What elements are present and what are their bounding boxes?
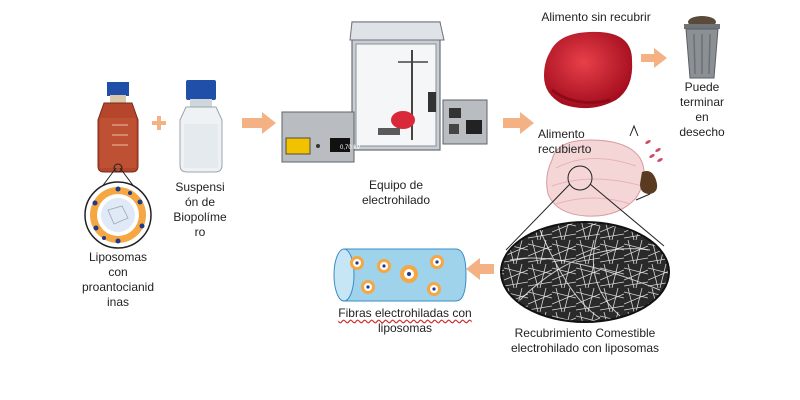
uncoated-meat <box>544 31 633 109</box>
label-line: electrohilado <box>361 193 431 207</box>
label-line: Alimento <box>538 127 585 141</box>
label-line: Puede <box>684 80 720 94</box>
label-suspension: Suspensi ón de Biopolíme ro <box>160 180 240 240</box>
label-line: proantocianid <box>81 280 155 294</box>
label-coating: Recubrimiento Comestible electrohilado c… <box>500 326 670 356</box>
label-line: Liposomas <box>88 250 148 264</box>
label-line: electrohilado con liposomas <box>510 341 660 355</box>
label-line: Equipo de <box>368 178 424 192</box>
label-line: terminar <box>679 95 724 109</box>
label-line: Biopolíme <box>173 210 227 224</box>
label-line: recubierto <box>538 142 592 156</box>
plus-icon <box>152 116 166 130</box>
label-line: ro <box>194 225 206 239</box>
label-fibers: Fibras electrohiladas con liposomas <box>320 306 490 336</box>
label-line: Suspensi <box>175 180 225 194</box>
label-liposomes: Liposomas con proantocianid inas <box>62 250 174 310</box>
clear-bottle <box>179 80 223 173</box>
liposome-dots <box>350 255 444 296</box>
label-line: inas <box>106 295 129 309</box>
label-line: en <box>695 110 709 124</box>
label-uncoated-food: Alimento sin recubrir <box>541 10 651 24</box>
arrow-to-trash <box>641 48 667 68</box>
electrospinning-equipment <box>281 21 488 163</box>
label-line: liposomas <box>377 321 433 335</box>
trash-can-icon <box>684 16 720 79</box>
label-line: con <box>108 265 128 279</box>
zoom-lines-fiber <box>505 183 665 251</box>
label-line: desecho <box>679 125 725 139</box>
arrow-to-fibers <box>466 258 494 280</box>
label-waste: Puede terminar en desecho <box>672 80 732 140</box>
label-text: Fibras electrohiladas con <box>338 306 472 320</box>
arrow-to-food <box>503 112 534 134</box>
coated-meat <box>546 124 663 217</box>
arrow-to-equipment <box>242 112 276 134</box>
fiber-cylinder <box>333 248 467 302</box>
label-equipment: Equipo de electrohilado <box>346 178 446 208</box>
amber-bottle <box>97 82 139 173</box>
label-line: Recubrimiento Comestible <box>514 326 656 340</box>
label-coated-food: Alimento recubierto <box>538 127 608 157</box>
label-line: Fibras electrohiladas con <box>320 306 490 321</box>
fiber-micrograph <box>500 221 670 323</box>
label-line: ón de <box>184 195 216 209</box>
liposome-illustration <box>84 181 152 249</box>
device-display: 0,70 kV <box>340 145 360 151</box>
